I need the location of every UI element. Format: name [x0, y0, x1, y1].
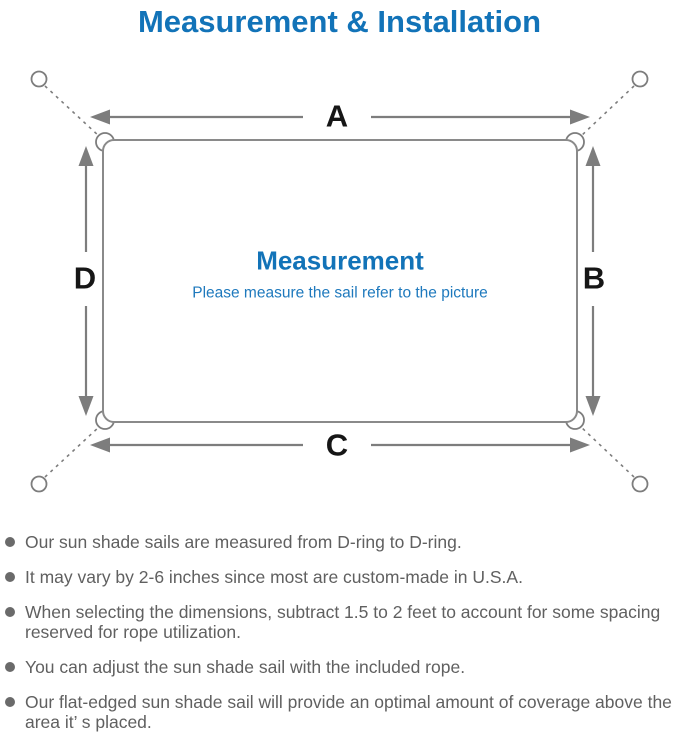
bullet-icon: [5, 607, 15, 617]
note-item: When selecting the dimensions, subtract …: [3, 602, 675, 642]
anchor-ring-icons: [30, 70, 649, 493]
note-text: Our flat-edged sun shade sail will provi…: [25, 692, 672, 732]
notes-list: Our sun shade sails are measured from D-…: [3, 532, 675, 747]
rope-dashed-lines: [44, 85, 635, 478]
note-text: Our sun shade sails are measured from D-…: [25, 532, 462, 552]
note-item: You can adjust the sun shade sail with t…: [3, 657, 675, 677]
bullet-icon: [5, 537, 15, 547]
measurement-diagram: A B C D Measurement Please measure the s…: [0, 60, 679, 520]
dimension-arrows: [78, 109, 601, 453]
bullet-icon: [5, 662, 15, 672]
sail-diagram-graphic: [30, 70, 649, 493]
note-text: When selecting the dimensions, subtract …: [25, 602, 661, 642]
bullet-icon: [5, 572, 15, 582]
diagram-heading: Measurement: [256, 245, 424, 276]
note-text: You can adjust the sun shade sail with t…: [25, 657, 466, 677]
dimension-label-d: D: [73, 260, 97, 296]
page-title: Measurement & Installation: [137, 4, 542, 39]
dimension-label-a: A: [325, 98, 349, 134]
dimension-label-c: C: [325, 427, 349, 463]
note-text: It may vary by 2-6 inches since most are…: [25, 567, 523, 587]
note-item: Our flat-edged sun shade sail will provi…: [3, 692, 675, 732]
sail-outline: [102, 139, 578, 423]
dimension-label-b: B: [582, 260, 606, 296]
diagram-subheading: Please measure the sail refer to the pic…: [192, 284, 488, 302]
note-item: Our sun shade sails are measured from D-…: [3, 532, 675, 552]
bullet-icon: [5, 697, 15, 707]
note-item: It may vary by 2-6 inches since most are…: [3, 567, 675, 587]
diagram-center-text: Measurement Please measure the sail refe…: [110, 246, 570, 303]
